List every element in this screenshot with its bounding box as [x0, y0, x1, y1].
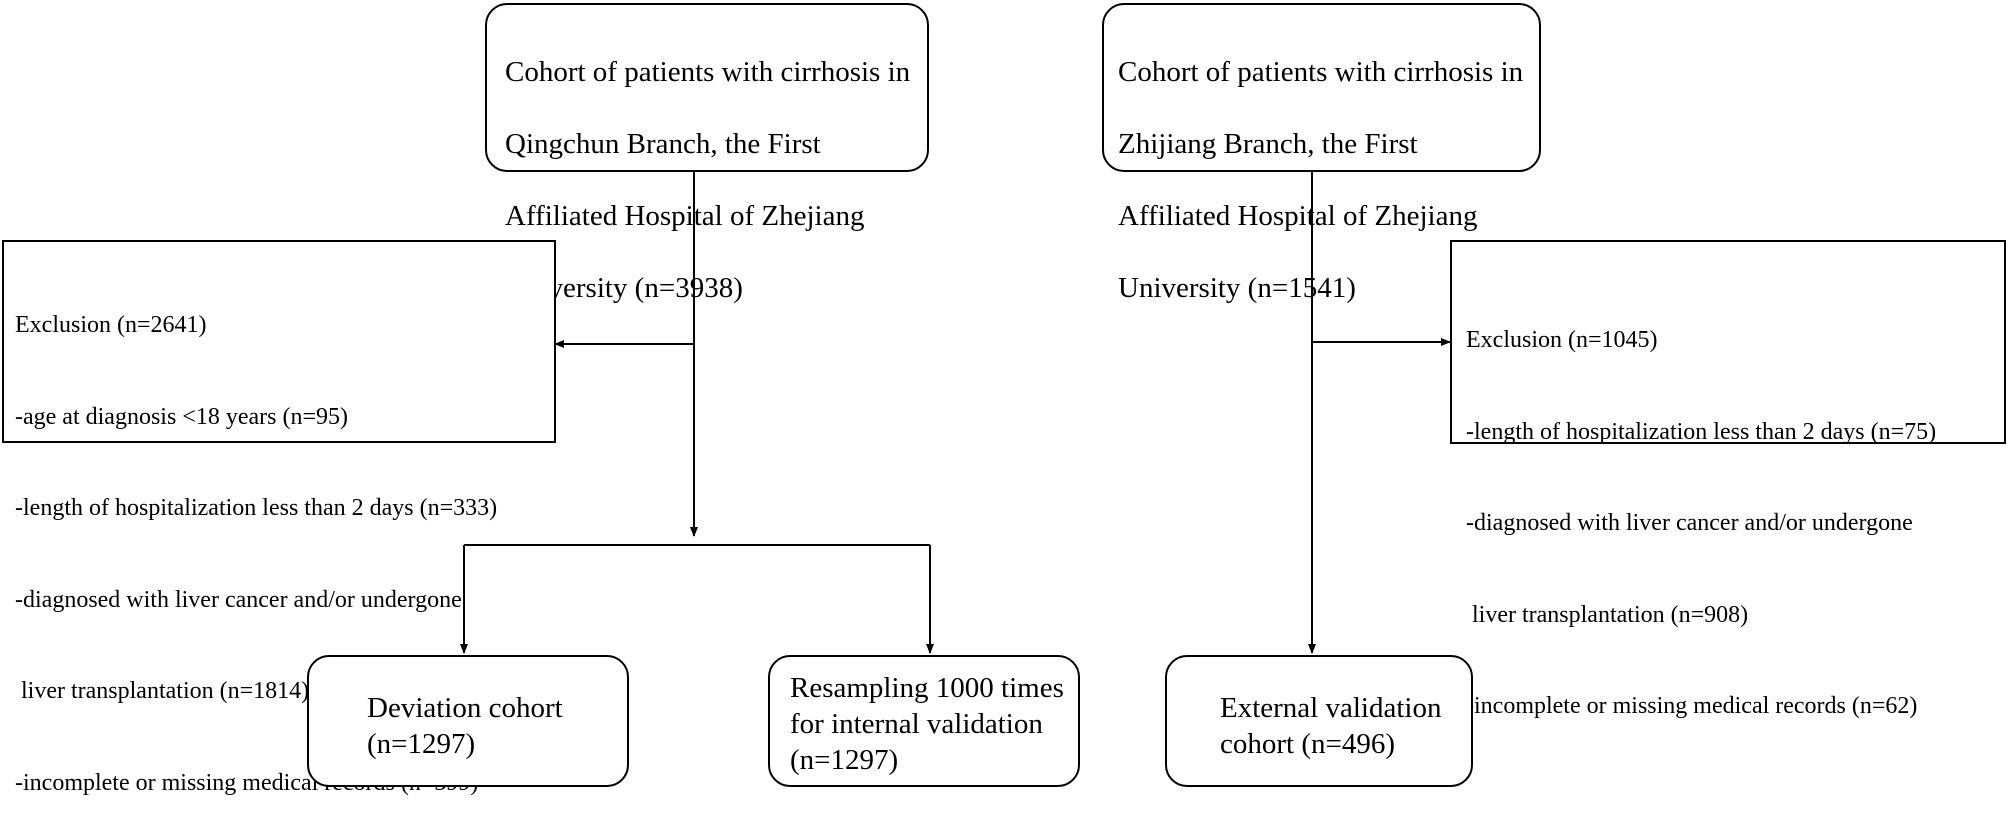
left-exclusion-box: Exclusion (n=2641) -age at diagnosis <18…: [2, 240, 556, 796]
resampling-box: Resampling 1000 times for internal valid…: [768, 655, 1080, 787]
derivation-cohort-line-2: (n=1297): [367, 728, 476, 760]
right-exclusion-item: -length of hospitalization less than 2 d…: [1466, 418, 1937, 445]
zhijiang-cohort-line-1: Cohort of patients with cirrhosis in: [1118, 56, 1524, 88]
right-exclusion-item: -incomplete or missing medical records (…: [1466, 693, 1918, 719]
left-exclusion-item: -diagnosed with liver cancer and/or unde…: [15, 586, 462, 613]
external-validation-box: External validation cohort (n=496): [1165, 655, 1473, 787]
resampling-line-2: for internal validation: [790, 708, 1043, 740]
derivation-cohort-box: Deviation cohort (n=1297): [307, 655, 629, 787]
qingchun-cohort-line-3: Affiliated Hospital of Zhejiang: [505, 200, 865, 232]
resampling-line-3: (n=1297): [790, 744, 899, 776]
right-exclusion-item: liver transplantation (n=908): [1466, 601, 1749, 628]
zhijiang-cohort-box: Cohort of patients with cirrhosis in Zhi…: [1102, 3, 1541, 304]
zhijiang-cohort-line-4: University (n=1541): [1118, 272, 1356, 304]
left-exclusion-title: Exclusion (n=2641): [15, 312, 207, 338]
right-exclusion-item: -diagnosed with liver cancer and/or unde…: [1466, 510, 1913, 536]
right-exclusion-title: Exclusion (n=1045): [1466, 327, 1658, 353]
connector-lines: [460, 172, 1451, 654]
external-validation-line-2: cohort (n=496): [1220, 728, 1396, 760]
zhijiang-cohort-line-3: Affiliated Hospital of Zhejiang: [1118, 200, 1478, 232]
qingchun-cohort-line-2: Qingchun Branch, the First: [505, 128, 821, 160]
external-validation-line-1: External validation: [1220, 692, 1442, 724]
left-exclusion-item: -age at diagnosis <18 years (n=95): [15, 403, 348, 430]
right-exclusion-box: Exclusion (n=1045) -length of hospitaliz…: [1450, 240, 2006, 719]
left-exclusion-item: -length of hospitalization less than 2 d…: [15, 495, 498, 521]
qingchun-cohort-line-4: University (n=3938): [505, 272, 743, 304]
qingchun-cohort-box: Cohort of patients with cirrhosis in Qin…: [485, 3, 929, 304]
left-exclusion-item: liver transplantation (n=1814): [15, 678, 310, 704]
derivation-cohort-line-1: Deviation cohort: [367, 692, 563, 724]
zhijiang-cohort-line-2: Zhijiang Branch, the First: [1118, 128, 1418, 160]
resampling-line-1: Resampling 1000 times: [790, 672, 1064, 704]
qingchun-cohort-line-1: Cohort of patients with cirrhosis in: [505, 56, 911, 88]
